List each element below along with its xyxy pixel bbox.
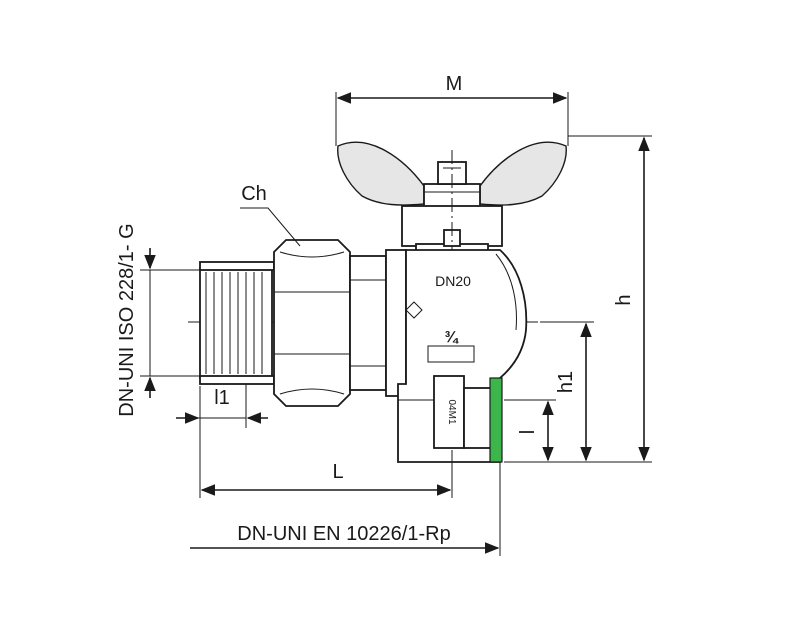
ch-leader-line	[240, 207, 301, 247]
handle-left-wing	[337, 141, 425, 206]
label-right-thread-standard: DN-UNI EN 10226/1-Rp	[237, 523, 450, 545]
union-collar	[349, 249, 407, 397]
marking-plate: 04M1	[446, 399, 457, 424]
label-m: M	[446, 73, 463, 95]
label-l1: l1	[214, 387, 230, 409]
marking-size: DN20	[435, 273, 471, 289]
male-threaded-end	[199, 261, 275, 385]
handle-right-wing	[479, 141, 567, 206]
label-ch: Ch	[241, 183, 267, 205]
collar-flange	[385, 249, 407, 397]
label-h: h	[613, 294, 635, 305]
label-left-thread-standard: DN-UNI ISO 228/1- G	[116, 223, 138, 416]
collar-ring	[349, 255, 387, 391]
threaded-spigot	[199, 267, 273, 379]
green-seal-ring	[489, 377, 503, 463]
hex-union-nut	[273, 239, 351, 407]
valve-body	[397, 249, 528, 463]
marking-fraction: ¾	[444, 329, 459, 346]
label-h1: h1	[555, 371, 577, 393]
butterfly-handle	[337, 141, 567, 300]
id-plate	[433, 375, 465, 449]
brand-mark-icon	[405, 301, 423, 319]
label-l: l	[517, 430, 539, 434]
hex-nut-body	[273, 239, 351, 407]
label-big-l: L	[332, 461, 343, 483]
